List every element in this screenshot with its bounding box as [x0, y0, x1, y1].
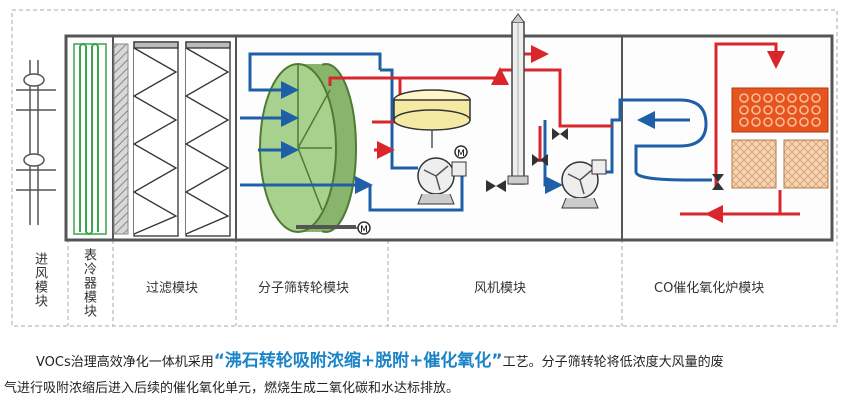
outer-dashed-border: [11, 9, 838, 327]
svg-text:M: M: [457, 149, 465, 159]
svg-text:M: M: [360, 225, 368, 235]
blue-process-ducts: [240, 52, 712, 212]
caption-prefix: VOCs治理高效净化一体机采用: [36, 355, 214, 370]
caption-highlight: “沸石转轮吸附浓缩+脱附+催化氧化”: [213, 351, 503, 371]
desorption-fan-icon: [417, 157, 467, 205]
caption-line-1: VOCs治理高效净化一体机采用“沸石转轮吸附浓缩+脱附+催化氧化”工艺。分子筛转…: [36, 346, 724, 371]
exhaust-stack: [507, 13, 529, 185]
module-label-catalytic: CO催化氧化炉模块: [654, 281, 765, 296]
pre-filter: [113, 43, 129, 235]
module-label-cooler: 表冷器模块: [81, 248, 96, 318]
wheel-motor-icon: M: [340, 221, 371, 235]
process-diagram: M M: [11, 9, 838, 327]
caption-suffix: 工艺。分子筛转轮将低浓度大风量的废: [502, 355, 724, 370]
valve-icons: [486, 128, 724, 192]
module-label-wheel: 分子筛转轮模块: [258, 281, 350, 296]
caption-line-2: 气进行吸附浓缩后进入后续的催化氧化单元，燃烧生成二氧化碳和水达标排放。: [4, 381, 460, 396]
bag-filters: [132, 41, 231, 237]
module-label-fan: 风机模块: [474, 281, 527, 296]
main-exhaust-fan-icon: [561, 159, 607, 209]
module-label-filter: 过滤模块: [146, 281, 199, 296]
desorption-heat-exchanger: [393, 89, 471, 148]
catalytic-furnace: [731, 87, 829, 189]
inlet-louvers: [16, 60, 56, 225]
module-dividers: [67, 36, 623, 326]
module-label-inlet: 进风模块: [32, 252, 47, 308]
cooler-coil: [73, 43, 107, 235]
heater-motor-icon: M: [454, 145, 468, 159]
